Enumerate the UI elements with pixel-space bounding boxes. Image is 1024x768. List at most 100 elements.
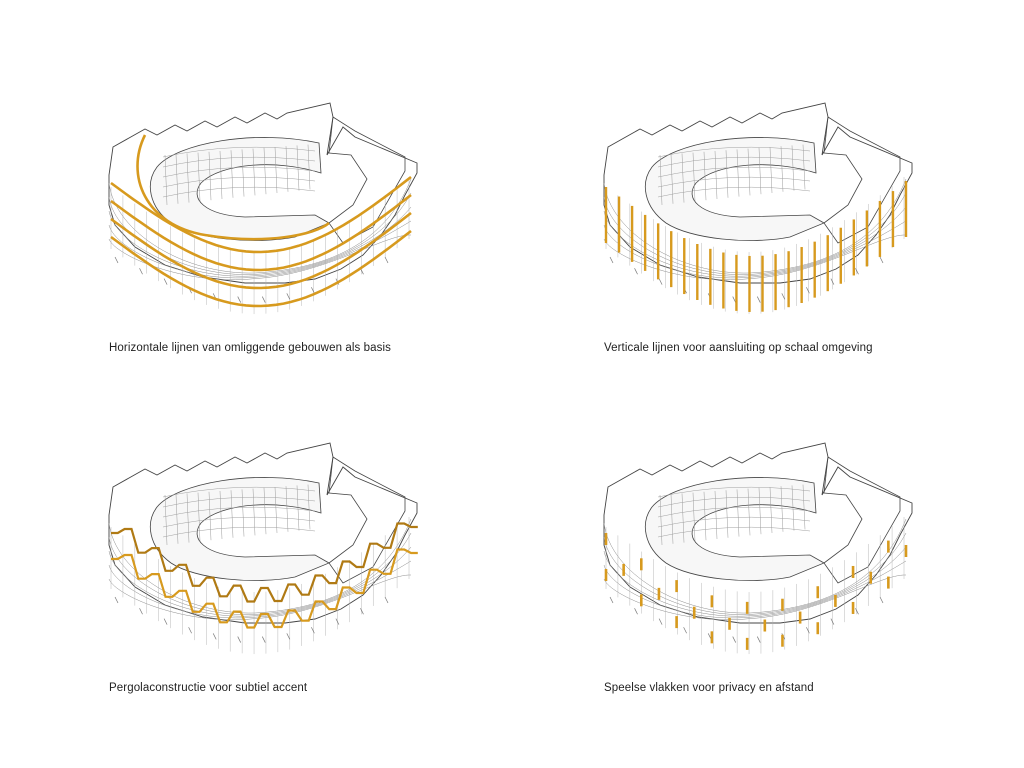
courtyard-outline	[150, 477, 330, 581]
ground-tick	[830, 618, 835, 625]
ground-tick	[384, 256, 389, 264]
accent-pergola-band	[111, 548, 418, 629]
courtyard-facade-line	[164, 494, 168, 546]
facade-floor-line	[108, 234, 412, 280]
wing-outline	[328, 456, 406, 584]
ground-tick	[879, 256, 884, 264]
courtyard-facade-line	[252, 148, 256, 196]
courtyard-facade-line	[219, 150, 223, 200]
ground-tick	[683, 627, 687, 634]
courtyard-floor-line	[657, 176, 811, 188]
courtyard-facade-line	[175, 154, 179, 204]
courtyard-facade-line	[219, 490, 223, 540]
courtyard-floor-line	[162, 156, 316, 168]
building-outline	[108, 102, 418, 284]
courtyard-facade-line	[791, 145, 795, 191]
wing-outline	[823, 456, 901, 584]
ground-tick	[286, 633, 291, 640]
ground-tick	[806, 627, 810, 634]
courtyard-facade-line	[802, 484, 806, 530]
ground-tick	[384, 596, 389, 604]
facade-floor-line	[603, 560, 907, 619]
courtyard-facade-line	[681, 493, 685, 543]
courtyard-facade-line	[791, 485, 795, 531]
courtyard-facade-line	[725, 150, 729, 198]
wing-outline	[328, 116, 406, 244]
diagram-panel-vertical: Verticale lijnen voor aansluiting op sch…	[600, 55, 1000, 385]
ground-tick	[163, 618, 168, 625]
building-isometric-drawing	[603, 102, 913, 315]
building-isometric-drawing	[108, 102, 418, 315]
courtyard-floor-line	[162, 146, 316, 158]
courtyard-facade-line	[263, 147, 267, 195]
courtyard-floor-line	[657, 516, 811, 528]
facade-floor-line	[603, 518, 907, 614]
courtyard-facade-line	[252, 488, 256, 536]
ground-tick	[658, 278, 663, 285]
courtyard-facade-line	[263, 487, 267, 535]
ground-tick	[634, 608, 638, 615]
courtyard-facade-line	[780, 486, 784, 532]
panel-caption: Horizontale lijnen van omliggende gebouw…	[109, 342, 392, 354]
building-outline	[603, 442, 913, 624]
diagram-panel-blocks: Speelse vlakken voor privacy en afstand	[600, 395, 1000, 725]
ground-tick	[781, 293, 786, 300]
courtyard-facade-line	[758, 487, 762, 535]
ground-tick	[609, 256, 614, 264]
courtyard-facade-line	[285, 486, 289, 532]
facade-floor-line	[108, 220, 412, 279]
courtyard-facade-line	[659, 494, 663, 546]
building-isometric-drawing	[603, 442, 913, 655]
courtyard-facade-line	[659, 154, 663, 206]
courtyard-facade-line	[780, 146, 784, 192]
courtyard-facade-line	[681, 153, 685, 203]
ground-tick	[335, 618, 340, 625]
panel-caption: Speelse vlakken voor privacy en afstand	[604, 682, 814, 694]
courtyard-facade-line	[175, 494, 179, 544]
courtyard-facade-line	[230, 490, 234, 538]
courtyard-facade-line	[296, 145, 300, 191]
ground-tick	[879, 596, 884, 604]
courtyard-outline	[645, 477, 825, 581]
courtyard-facade-line	[747, 148, 751, 196]
facade-floor-line	[108, 532, 412, 615]
courtyard-floor-line	[657, 186, 811, 198]
courtyard-facade-line	[703, 151, 707, 201]
panel-caption: Verticale lijnen voor aansluiting op sch…	[604, 342, 873, 354]
courtyard-facade-line	[186, 493, 190, 543]
courtyard-facade-line	[208, 491, 212, 541]
ground-tick	[188, 627, 192, 634]
ground-tick	[732, 636, 737, 643]
accent-pergola-band	[111, 522, 418, 603]
ground-tick	[855, 608, 859, 615]
courtyard-facade-line	[186, 153, 190, 203]
ground-tick	[114, 596, 119, 604]
courtyard-floor-line	[162, 496, 316, 508]
courtyard-floor-line	[657, 146, 811, 158]
ground-tick	[114, 256, 119, 264]
courtyard-floor-line	[162, 176, 316, 188]
courtyard-floor-line	[657, 156, 811, 168]
ground-tick	[360, 608, 364, 615]
ground-tick	[261, 296, 266, 303]
courtyard-floor-line	[657, 166, 811, 178]
ground-tick	[756, 636, 761, 643]
courtyard-facade-line	[230, 150, 234, 198]
courtyard-facade-line	[285, 146, 289, 192]
ground-tick	[139, 608, 143, 615]
courtyard-floor-line	[657, 526, 811, 538]
building-outline	[603, 102, 913, 284]
accent-horizontal-band	[110, 211, 412, 290]
courtyard-facade-line	[802, 144, 806, 190]
courtyard-facade-line	[703, 491, 707, 541]
ground-tick	[311, 627, 315, 634]
courtyard-facade-line	[714, 490, 718, 540]
panel-caption: Pergolaconstructie voor subtiel accent	[109, 682, 308, 694]
courtyard-facade-line	[670, 154, 674, 204]
courtyard-facade-line	[725, 490, 729, 538]
courtyard-floor-line	[162, 506, 316, 518]
facade-floor-line	[108, 206, 412, 277]
facade-floor-line	[108, 178, 412, 274]
facade-floor-line	[108, 574, 412, 620]
accent-horizontal-band	[110, 175, 412, 254]
